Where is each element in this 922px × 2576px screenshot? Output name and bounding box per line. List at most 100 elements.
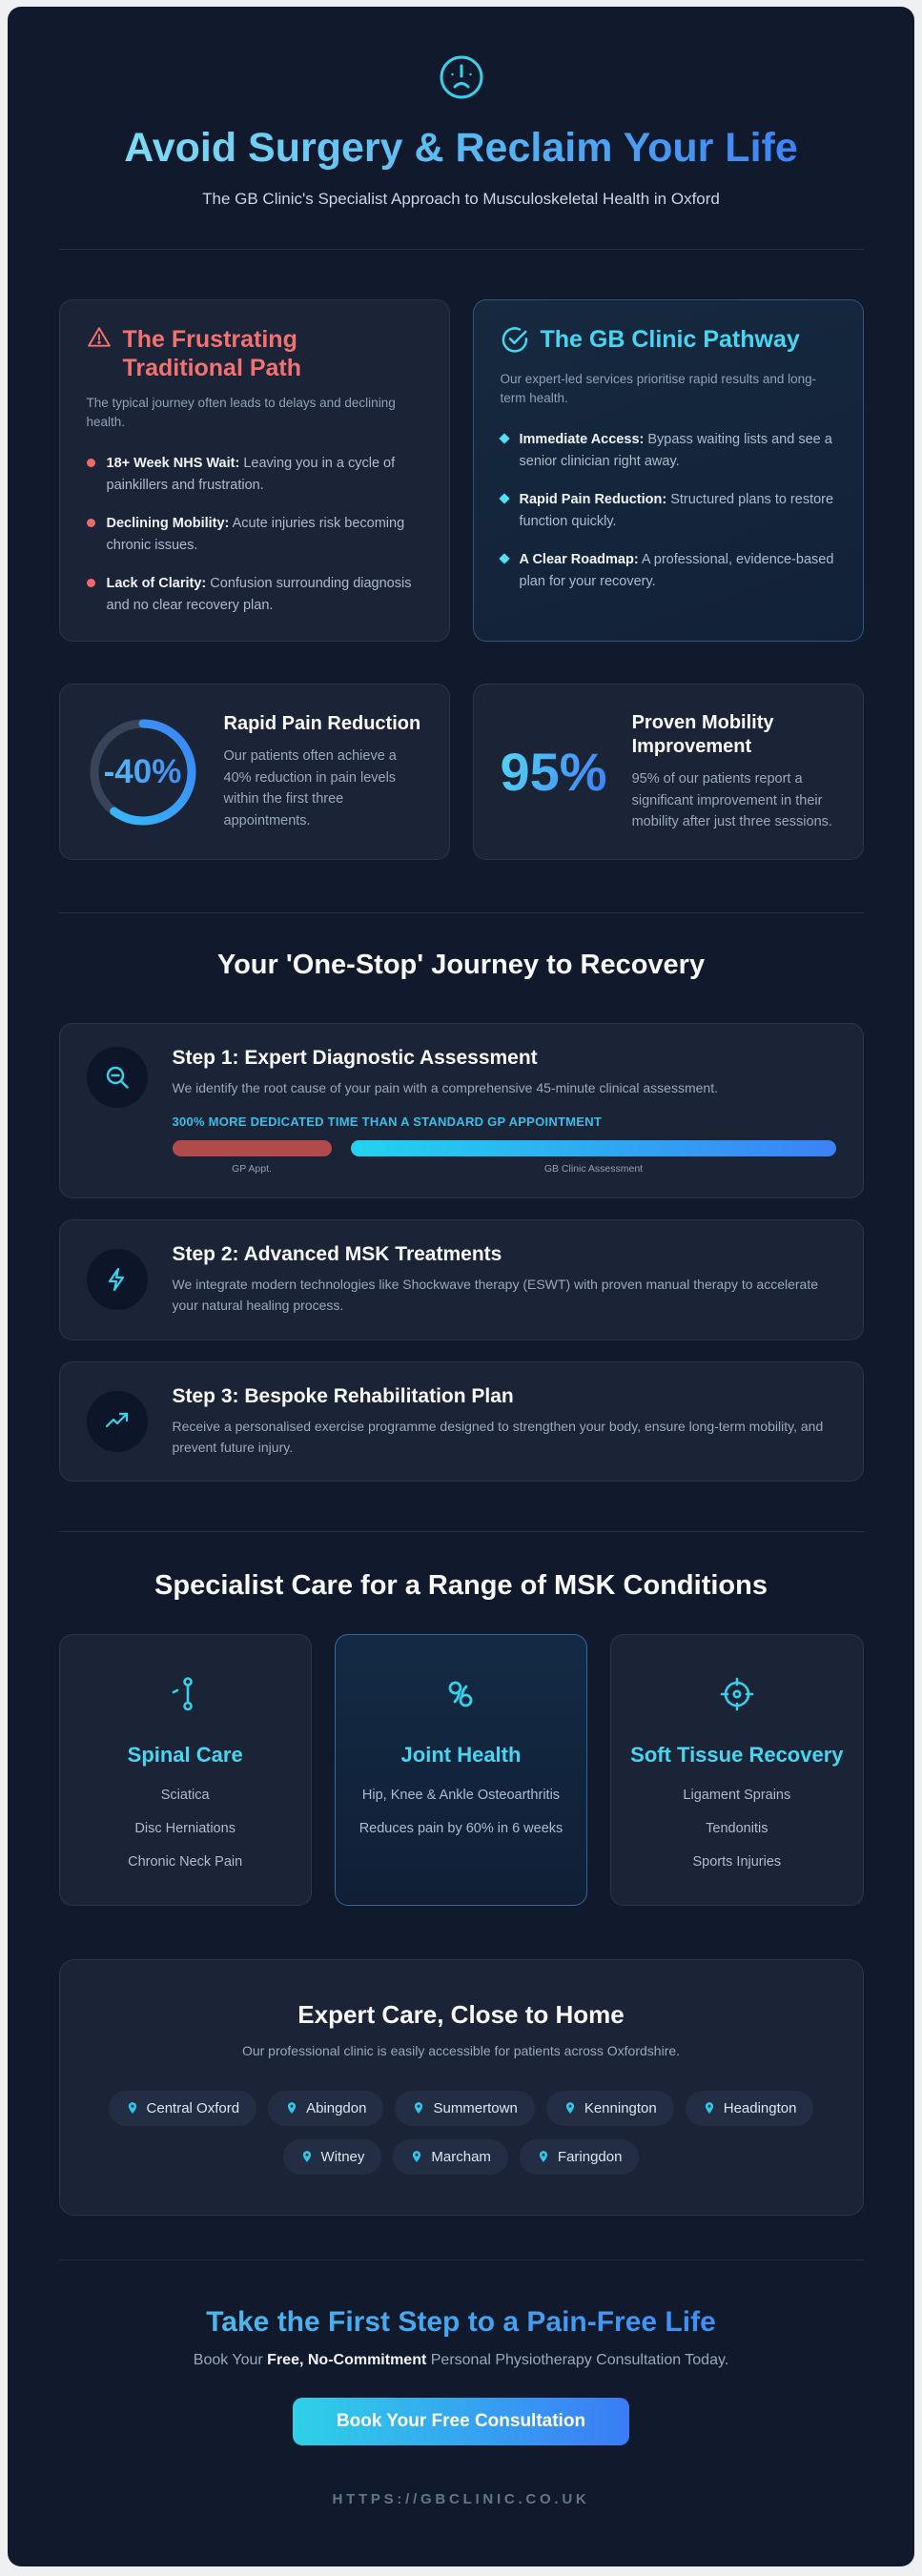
warning-triangle-icon <box>87 325 112 355</box>
locations-subtitle: Our professional clinic is easily access… <box>241 2042 681 2058</box>
map-pin-icon <box>705 2102 713 2115</box>
red-dot-icon <box>86 459 95 468</box>
locations-heading: Expert Care, Close to Home <box>297 1999 625 2029</box>
cta-section: Take the First Step to a Pain-Free Life … <box>59 2260 864 2445</box>
condition-item: Reduces pain by 60% in 6 weeks <box>359 1820 563 1836</box>
progress-ring: -40% <box>87 716 199 828</box>
spine-icon <box>79 1667 292 1721</box>
divider <box>58 912 864 914</box>
location-chip: Witney <box>282 2138 382 2175</box>
joint-icon <box>355 1667 567 1721</box>
problem-card: The Frustrating Traditional Path The typ… <box>58 298 450 643</box>
stat-card-mobility: 95% Proven Mobility Improvement 95% of o… <box>472 684 864 861</box>
list-item: Lack of Clarity: Confusion surrounding d… <box>86 573 422 616</box>
condition-item: Ligament Sprains <box>683 1787 791 1803</box>
condition-item: Chronic Neck Pain <box>128 1853 243 1870</box>
location-chip: Faringdon <box>519 2138 640 2175</box>
comparison-caption: 300% MORE DEDICATED TIME THAN A STANDARD… <box>172 1114 603 1129</box>
condition-item: Tendonitis <box>706 1820 768 1836</box>
journey-section: Your 'One-Stop' Journey to Recovery Step… <box>58 950 864 1482</box>
condition-card-joint: Joint Health Hip, Knee & Ankle Osteoarth… <box>334 1634 588 1906</box>
list-item: Immediate Access: Bypass waiting lists a… <box>498 429 836 472</box>
step-description: We identify the root cause of your pain … <box>172 1080 718 1096</box>
condition-item: Sports Injuries <box>692 1853 782 1870</box>
stat-value: -40% <box>87 716 199 828</box>
location-chip: Summertown <box>395 2090 535 2126</box>
map-pin-icon <box>539 2151 547 2163</box>
stat-description: Our patients often achieve a 40% reducti… <box>223 748 397 828</box>
footer-url: HTTPS://GBCLINIC.CO.UK <box>332 2490 590 2507</box>
bar-label: GP Appt. <box>232 1162 272 1175</box>
list-item: A Clear Roadmap: A professional, evidenc… <box>498 549 836 592</box>
hero-section: Avoid Surgery & Reclaim Your Life The GB… <box>59 7 864 209</box>
step-description: We integrate modern technologies like Sh… <box>172 1276 819 1314</box>
bar-label: GB Clinic Assessment <box>543 1162 644 1175</box>
condition-item: Disc Herniations <box>134 1820 236 1836</box>
problem-card-title: The Frustrating Traditional Path <box>122 325 302 381</box>
lightning-icon <box>86 1249 148 1311</box>
conditions-section: Specialist Care for a Range of MSK Condi… <box>58 1570 864 1906</box>
divider <box>58 248 864 250</box>
map-pin-icon <box>287 2102 297 2115</box>
stat-description: 95% of our patients report a significant… <box>631 771 832 829</box>
cta-heading: Take the First Step to a Pain-Free Life <box>59 2306 864 2339</box>
list-item: 18+ Week NHS Wait: Leaving you in a cycl… <box>86 453 422 496</box>
map-pin-icon <box>565 2102 574 2115</box>
check-circle-icon <box>501 325 529 358</box>
problem-bullet-list: 18+ Week NHS Wait: Leaving you in a cycl… <box>86 453 422 616</box>
page-subtitle: The GB Clinic's Specialist Approach to M… <box>202 189 720 208</box>
conditions-heading: Specialist Care for a Range of MSK Condi… <box>154 1570 768 1602</box>
gp-appointment-bar <box>172 1139 332 1156</box>
condition-card-spinal: Spinal Care Sciatica Disc Herniations Ch… <box>58 1634 312 1906</box>
location-chip: Marcham <box>393 2138 508 2175</box>
map-pin-icon <box>128 2102 136 2115</box>
red-dot-icon <box>86 519 95 528</box>
crosshair-icon <box>630 1667 843 1721</box>
book-consultation-button[interactable]: Book Your Free Consultation <box>292 2397 630 2445</box>
location-chip: Kennington <box>545 2090 674 2126</box>
journey-heading: Your 'One-Stop' Journey to Recovery <box>216 950 706 981</box>
step-description: Receive a personalised exercise programm… <box>172 1418 824 1456</box>
locations-card: Expert Care, Close to Home Our professio… <box>58 1958 864 2216</box>
stat-title: Proven Mobility Improvement <box>631 712 774 758</box>
step-card-1: Step 1: Expert Diagnostic Assessment We … <box>58 1023 864 1198</box>
condition-item: Sciatica <box>160 1787 210 1803</box>
stat-card-pain: -40% Rapid Pain Reduction Our patients o… <box>58 684 450 861</box>
cta-subtitle: Book Your Free, No-Commitment Personal P… <box>193 2351 729 2368</box>
comparison-bar-chart: GP Appt. GB Clinic Assessment <box>172 1139 836 1175</box>
pathway-card-title: The GB Clinic Pathway <box>540 325 800 353</box>
condition-card-soft-tissue: Soft Tissue Recovery Ligament Sprains Te… <box>610 1634 864 1906</box>
location-chip: Abingdon <box>268 2090 384 2126</box>
stat-value: 95% <box>500 742 607 803</box>
page-title: Avoid Surgery & Reclaim Your Life <box>80 124 843 173</box>
map-pin-icon <box>415 2102 423 2115</box>
magnifier-minus-icon <box>86 1047 148 1109</box>
cyan-diamond-icon <box>498 553 510 564</box>
map-pin-icon <box>413 2151 421 2163</box>
red-dot-icon <box>86 579 95 588</box>
gb-clinic-assessment-bar <box>351 1139 836 1156</box>
infographic-frame: Avoid Surgery & Reclaim Your Life The GB… <box>8 7 914 2566</box>
condition-title: Joint Health <box>400 1743 522 1768</box>
cyan-diamond-icon <box>498 493 510 504</box>
trend-up-icon <box>86 1391 148 1453</box>
divider <box>58 1531 864 1533</box>
problem-card-subtitle: The typical journey often leads to delay… <box>86 395 396 429</box>
stat-title: Rapid Pain Reduction <box>223 713 421 735</box>
pathway-bullet-list: Immediate Access: Bypass waiting lists a… <box>498 429 836 592</box>
condition-title: Spinal Care <box>127 1743 243 1768</box>
cyan-diamond-icon <box>498 433 510 444</box>
condition-title: Soft Tissue Recovery <box>630 1743 844 1768</box>
divider <box>58 2259 864 2260</box>
pathway-card: The GB Clinic Pathway Our expert-led ser… <box>472 298 864 643</box>
step-card-3: Step 3: Bespoke Rehabilitation Plan Rece… <box>58 1360 864 1482</box>
pathway-card-subtitle: Our expert-led services prioritise rapid… <box>500 371 817 405</box>
step-title: Step 1: Expert Diagnostic Assessment <box>172 1047 538 1070</box>
location-chip: Central Oxford <box>108 2090 257 2126</box>
location-chip: Headington <box>685 2090 814 2126</box>
condition-item: Hip, Knee & Ankle Osteoarthritis <box>361 1787 561 1803</box>
list-item: Declining Mobility: Acute injuries risk … <box>86 513 422 556</box>
map-pin-icon <box>302 2151 311 2163</box>
sad-face-icon <box>439 54 484 100</box>
location-chip-list: Central Oxford Abingdon Summertown Kenni… <box>98 2090 825 2175</box>
